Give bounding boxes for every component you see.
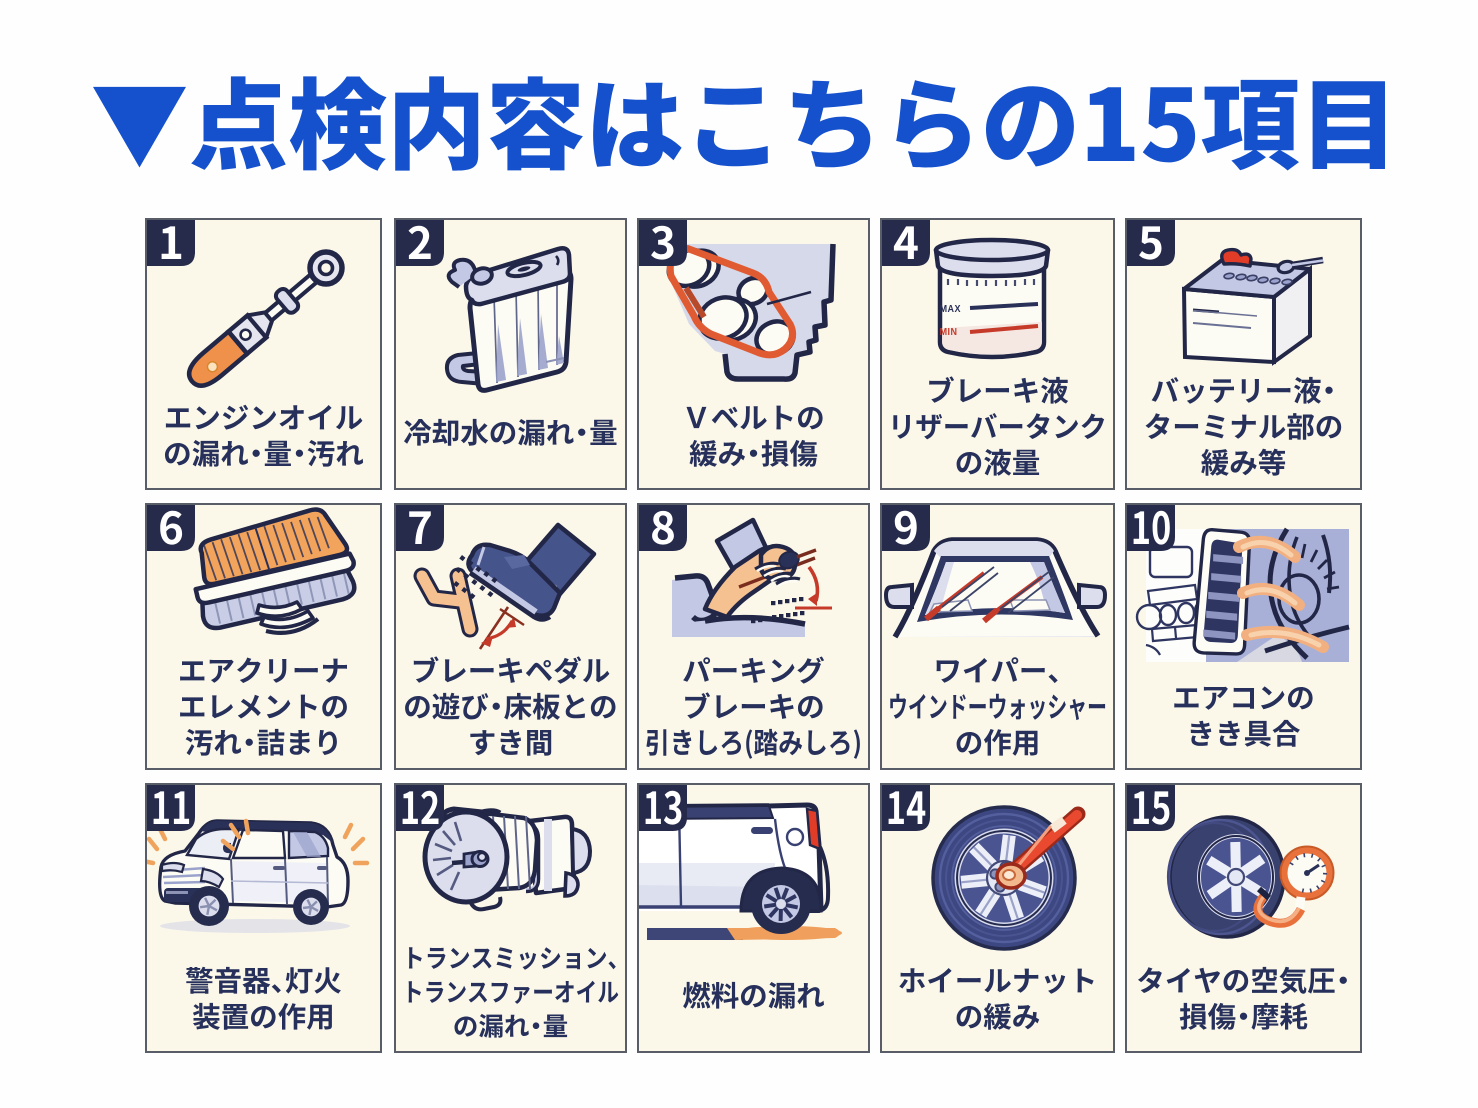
svg-text:MIN: MIN xyxy=(940,327,958,339)
svg-text:MAX: MAX xyxy=(940,304,961,316)
